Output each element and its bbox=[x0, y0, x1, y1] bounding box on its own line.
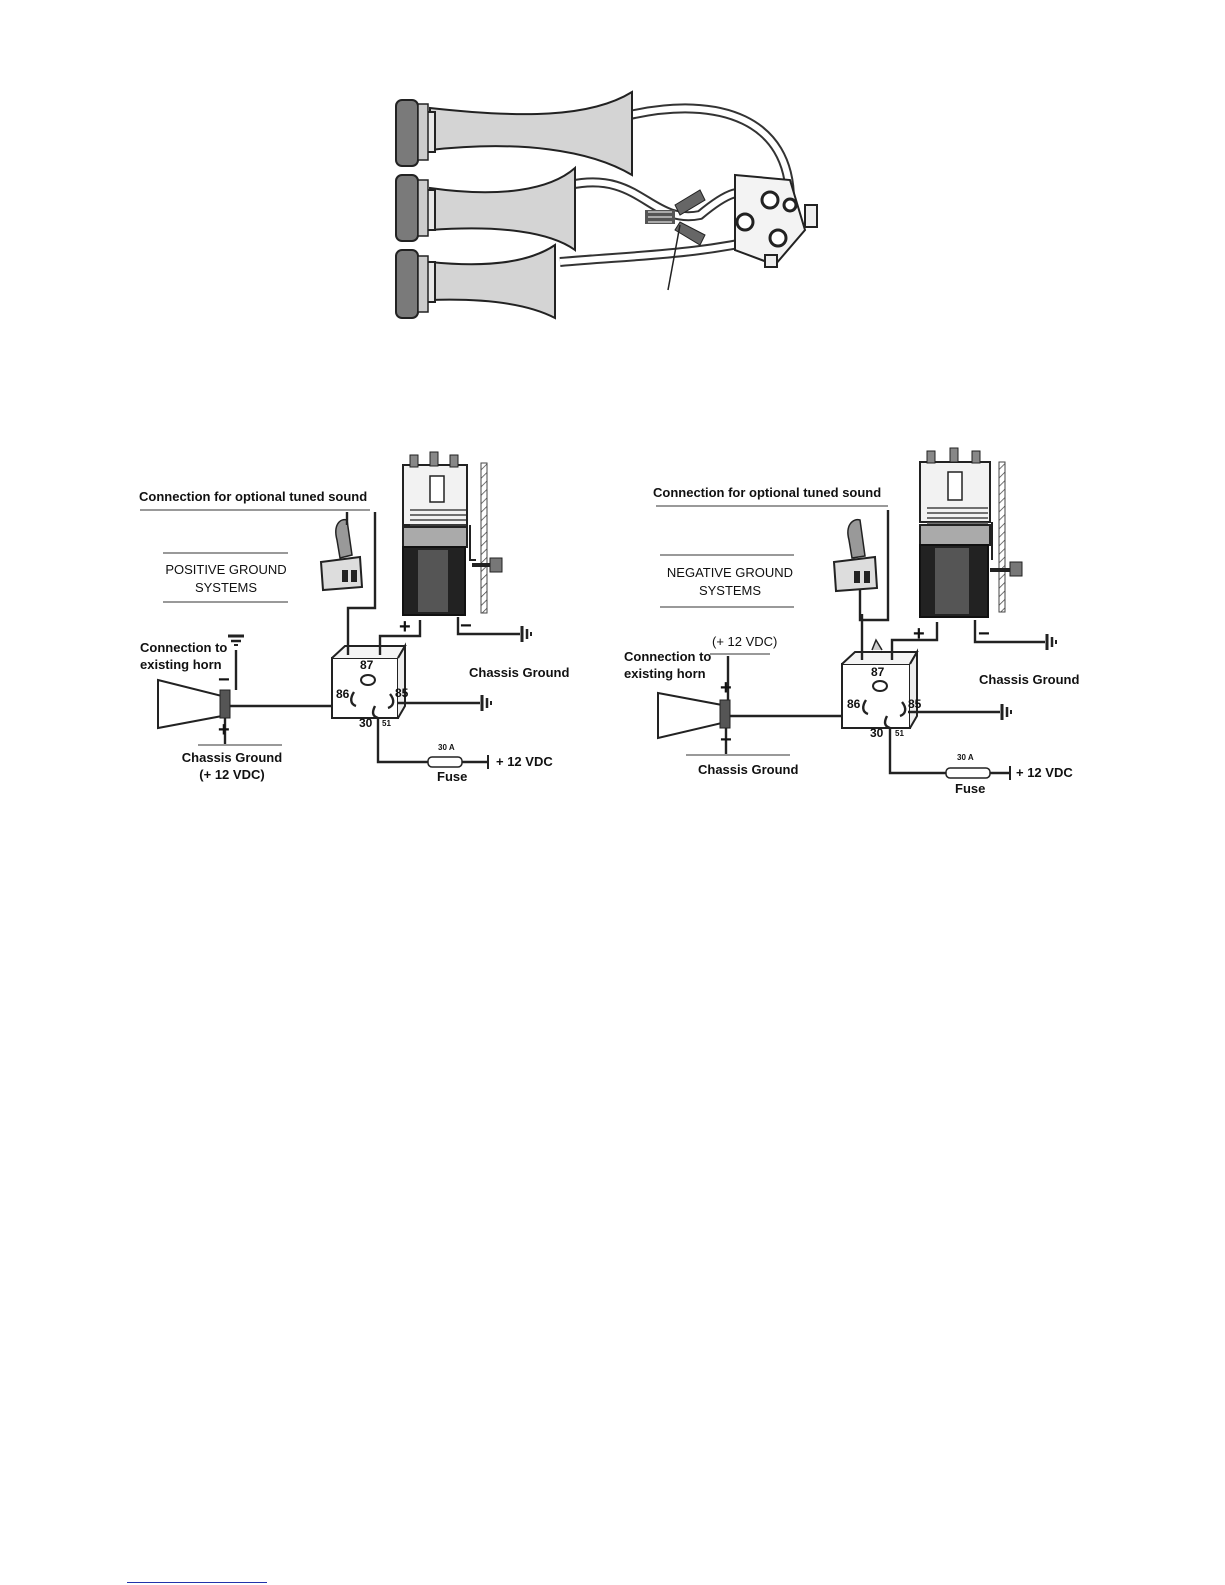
relay-pin-30: 30 bbox=[870, 726, 884, 740]
footer-rule bbox=[127, 1582, 267, 1583]
horn-plus-symbol: + bbox=[720, 677, 732, 699]
ground-symbol bbox=[520, 626, 532, 642]
relay-pin-51: 51 bbox=[382, 719, 391, 728]
fuse-illustration bbox=[427, 756, 463, 768]
supply-label: + 12 VDC bbox=[496, 754, 553, 769]
relay-pin-87: 87 bbox=[360, 658, 374, 672]
horn-plus-symbol: + bbox=[218, 719, 230, 741]
relay-pin-86: 86 bbox=[336, 687, 350, 701]
toggle-switch-illustration bbox=[832, 518, 879, 593]
fuse-label: Fuse bbox=[955, 781, 985, 796]
compressor-illustration bbox=[402, 451, 503, 616]
ground-symbol bbox=[228, 634, 244, 646]
fuse-rating-label: 30 A bbox=[957, 753, 974, 762]
ground-symbol bbox=[1045, 634, 1057, 650]
compressor-minus-symbol: − bbox=[460, 615, 472, 637]
compressor-plus-symbol: + bbox=[399, 616, 411, 638]
positive-ground-diagram: Connection for optional tuned sound POSI… bbox=[139, 451, 569, 784]
horn-ground-label-line1: Chassis Ground bbox=[182, 750, 282, 765]
fuse-label: Fuse bbox=[437, 769, 467, 784]
relay-pin-85: 85 bbox=[908, 697, 922, 711]
relay-illustration bbox=[841, 638, 919, 730]
system-label-line2: SYSTEMS bbox=[195, 580, 257, 595]
relay-pin-86: 86 bbox=[847, 697, 861, 711]
chassis-ground-label: Chassis Ground bbox=[469, 665, 569, 680]
supply-label: + 12 VDC bbox=[1016, 765, 1073, 780]
relay-illustration bbox=[331, 642, 407, 720]
horn-label-line2: existing horn bbox=[624, 666, 706, 681]
toggle-switch-illustration bbox=[319, 518, 364, 592]
ground-symbol bbox=[1000, 704, 1012, 720]
fuse-illustration bbox=[945, 767, 991, 779]
horn-minus-symbol: − bbox=[720, 729, 732, 751]
system-label-line1: NEGATIVE GROUND bbox=[667, 565, 793, 580]
optional-connection-label: Connection for optional tuned sound bbox=[139, 489, 367, 504]
system-label-line1: POSITIVE GROUND bbox=[165, 562, 286, 577]
negative-ground-diagram: Connection for optional tuned sound NEGA… bbox=[624, 447, 1079, 796]
existing-horn-illustration bbox=[657, 691, 731, 740]
horn-minus-symbol: − bbox=[218, 669, 230, 691]
ground-symbol bbox=[480, 695, 492, 711]
optional-connection-label: Connection for optional tuned sound bbox=[653, 485, 881, 500]
triple-horn-illustration bbox=[395, 90, 818, 320]
horn-supply-label: (+ 12 VDC) bbox=[712, 634, 777, 649]
relay-pin-51: 51 bbox=[895, 729, 904, 738]
compressor-illustration bbox=[919, 447, 1023, 618]
horn-ground-label-line2: (+ 12 VDC) bbox=[199, 767, 264, 782]
system-label-line2: SYSTEMS bbox=[699, 583, 761, 598]
fuse-rating-label: 30 A bbox=[438, 743, 455, 752]
horn-label-line1: Connection to bbox=[140, 640, 227, 655]
relay-pin-30: 30 bbox=[359, 716, 373, 730]
horn-label-line2: existing horn bbox=[140, 657, 222, 672]
horn-label-line1: Connection to bbox=[624, 649, 711, 664]
compressor-plus-symbol: + bbox=[913, 623, 925, 645]
relay-pin-87: 87 bbox=[871, 665, 885, 679]
compressor-minus-symbol: − bbox=[978, 623, 990, 645]
relay-pin-85: 85 bbox=[395, 686, 409, 700]
horn-ground-label: Chassis Ground bbox=[698, 762, 798, 777]
chassis-ground-label: Chassis Ground bbox=[979, 672, 1079, 687]
